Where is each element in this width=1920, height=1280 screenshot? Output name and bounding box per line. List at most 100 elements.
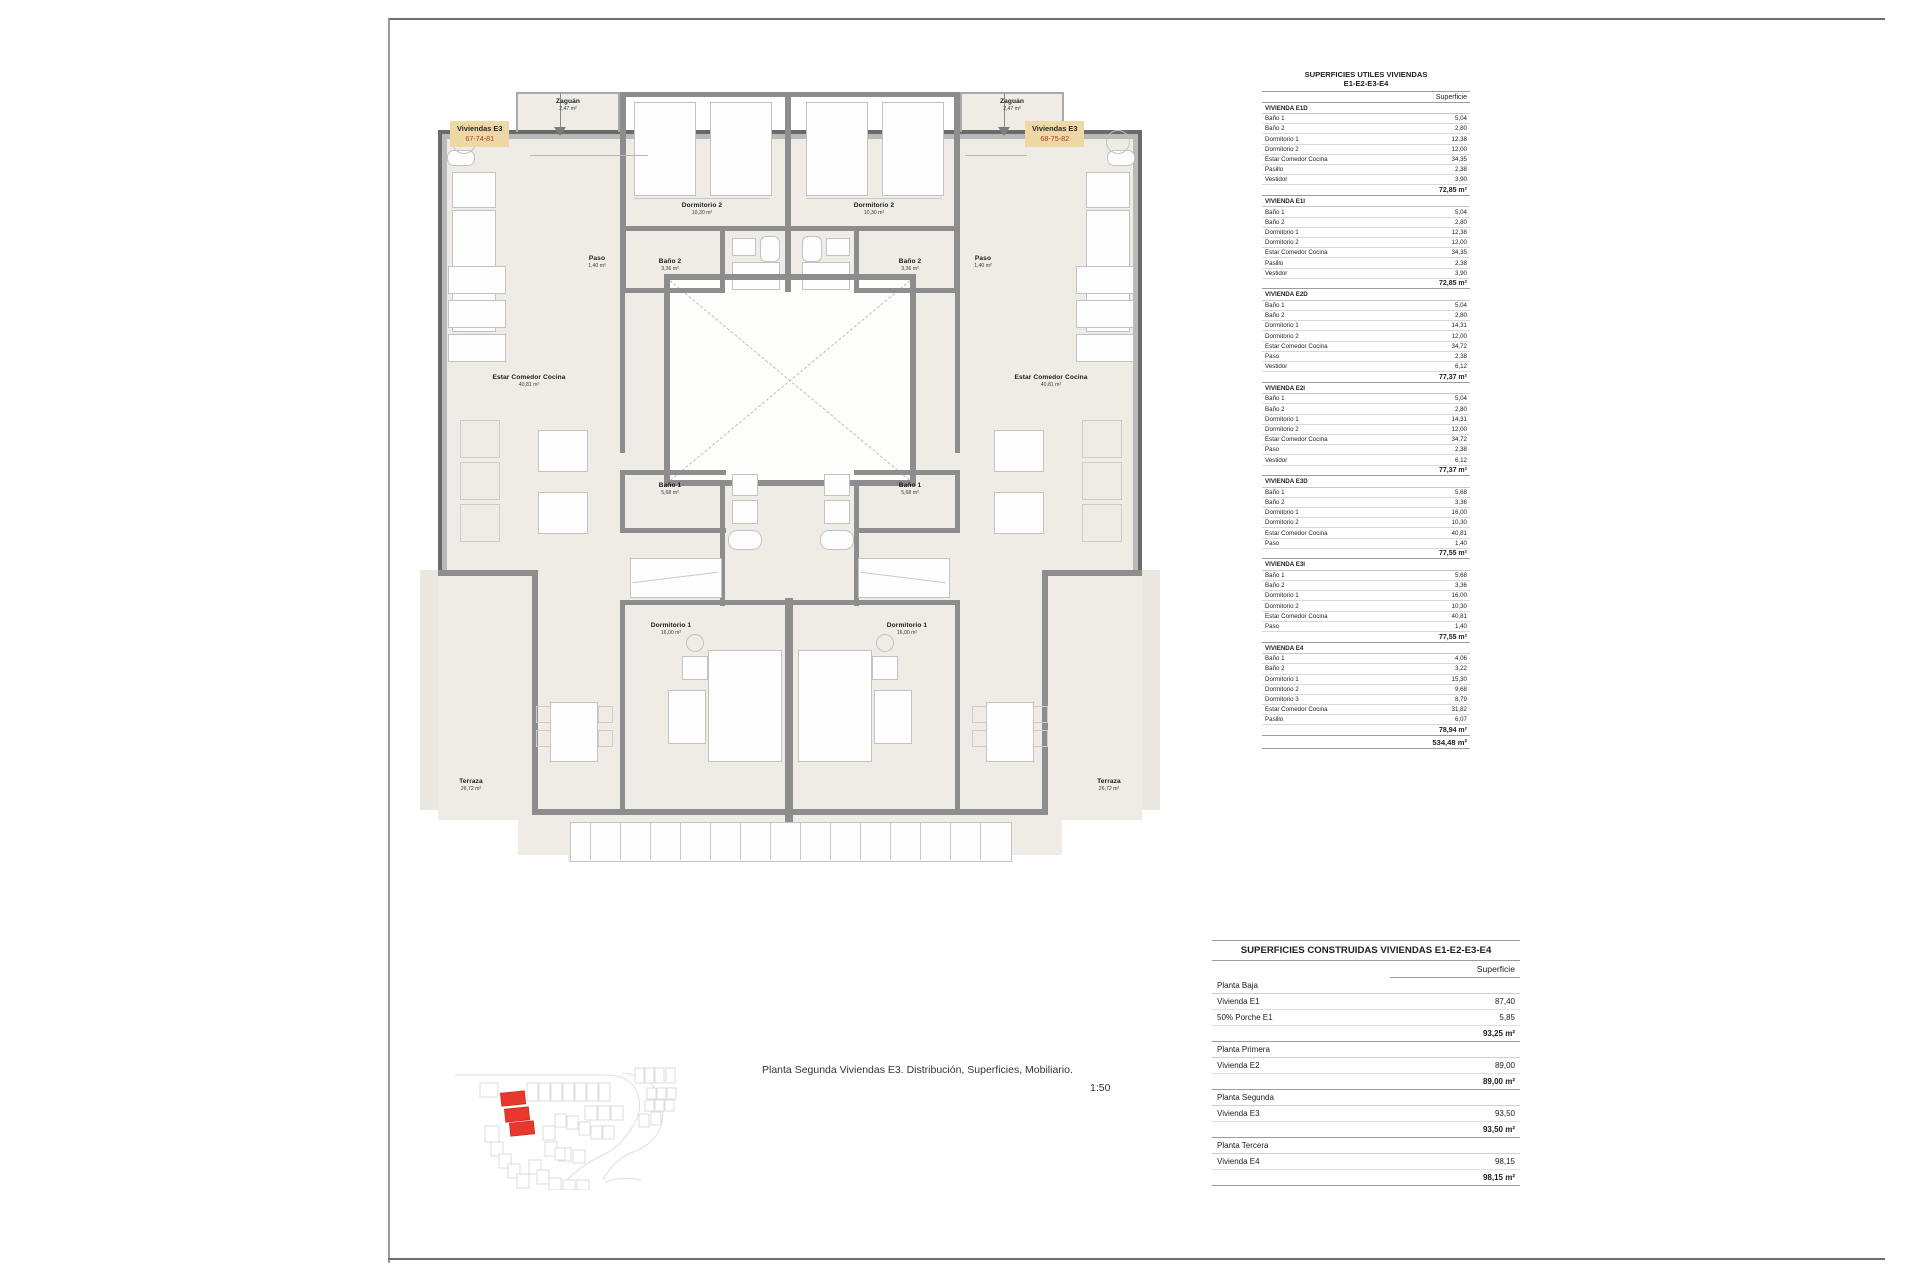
armchair-left-b [460,462,500,500]
wall-bath1-div-right [854,486,859,606]
utiles-row-label: Vestidor [1262,268,1397,279]
wall-d2-left-bottom [620,226,786,231]
wall-bath1-top-right [854,470,960,475]
wall-d2-top [620,92,960,97]
cooktop-left [452,172,496,208]
dining-table-right-b [1076,300,1134,328]
construidas-group-row: Planta Tercera [1212,1137,1520,1154]
wall-d1-center-spine [785,598,793,840]
wall-bath1-bottom-right [854,528,960,533]
utiles-col-superficie: Superficie [1396,91,1470,103]
utiles-row-label: Estar Comedor Cocina [1262,434,1397,446]
utiles-row-value: 14,31 [1396,414,1470,425]
utiles-row-label: Dormitorio 2 [1262,237,1397,249]
utiles-title-cell: SUPERFICIES UTILES VIVIENDAS E1-E2-E3-E4 [1262,68,1470,93]
utiles-row-label: Baño 1 [1262,653,1397,665]
wardrobe-line-left [634,198,770,199]
sink-bath2-right [826,238,850,256]
entry-arrow-shaft-right [1004,93,1005,130]
construidas-group-total-row: 93,25 m² [1212,1025,1520,1042]
terrace-table-left [550,702,598,762]
stair-tread-14 [980,822,981,860]
callout-tag-right[interactable]: Viviendas E3 68-75-82 [1025,121,1085,147]
utiles-row-label: Paso [1262,621,1397,633]
wall-left-lower-return [438,570,538,576]
utiles-grand-total: 534,48 m² [1262,735,1470,750]
construidas-group-row: Planta Segunda [1212,1089,1520,1106]
dining-table-left-c [448,334,506,362]
sofa-right [994,430,1044,472]
utiles-row-label: Estar Comedor Cocina [1262,527,1397,539]
room-label-dormitorio1-right: Dormitorio 1 16,00 m² [886,622,928,637]
construidas-row-label: Vivienda E3 [1212,1105,1390,1122]
bed-top-left-2 [710,102,772,196]
utiles-row-value: 12,38 [1396,227,1470,239]
utiles-group-row: VIVIENDA E3I [1262,558,1470,571]
room-label-zaguan-right: Zaguán 2,47 m² [999,98,1025,113]
utiles-row-value: 34,72 [1396,434,1470,446]
terrace-chair-r2 [972,730,987,747]
utiles-group-name: VIVIENDA E4 [1262,641,1470,655]
construidas-row-label: 50% Porche E1 [1212,1009,1390,1026]
construidas-tbody: SUPERFICIES CONSTRUIDAS VIVIENDAS E1-E2-… [1212,940,1520,1186]
construidas-group-row: Planta Primera [1212,1041,1520,1058]
construidas-group-total: 98,15 m² [1212,1169,1520,1186]
utiles-row-value: 5,04 [1396,206,1470,218]
utiles-row-value: 5,68 [1396,487,1470,498]
dining-table-left-a [448,266,506,294]
utiles-row-label: Dormitorio 1 [1262,590,1397,602]
construidas-group-name: Planta Primera [1212,1041,1520,1058]
terrace-chair-l1 [536,706,551,723]
utiles-row-label: Estar Comedor Cocina [1262,341,1397,352]
terrace-chair-r4 [1033,730,1048,747]
utiles-group-name: VIVIENDA E2I [1262,381,1470,395]
utiles-group-name: VIVIENDA E3I [1262,558,1470,571]
room-label-paso-right: Paso 1,40 m² [974,255,992,270]
construidas-title-row: SUPERFICIES CONSTRUIDAS VIVIENDAS E1-E2-… [1212,940,1520,961]
callout-leader-right [965,155,1027,156]
wall-bath2-right [954,231,960,293]
toilet-bath2-right [802,236,822,262]
wall-zaguan-right-side [960,92,962,132]
plan-caption: Planta Segunda Viviendas E3. Distribució… [762,1064,1073,1076]
wall-bath1-div-left [720,486,725,606]
utiles-group-row: VIVIENDA E1I [1262,194,1470,208]
sink-bath1-left [732,474,758,496]
utiles-row-value: 6,07 [1396,714,1470,726]
utiles-row-value: 12,00 [1396,330,1470,342]
utiles-row-value: 15,30 [1396,674,1470,685]
utiles-grand-total-row: 534,48 m² [1262,735,1470,750]
floor-plan: Zaguán 2,47 m² Zaguán 2,47 m² Dormitorio… [420,30,1160,1040]
washer-right [1106,130,1130,154]
construidas-colhead-row: Superficie [1212,960,1520,978]
utiles-row-value: 5,68 [1396,570,1470,582]
room-label-terraza-right: Terraza 26,72 m² [1097,778,1121,793]
wall-bath2-bottom-right [854,288,960,293]
callout-tag-left[interactable]: Viviendas E3 67-74-81 [450,121,510,147]
coffee-table-left [538,492,588,534]
wall-bath1-right [955,470,960,532]
construidas-group-row: Planta Baja [1212,977,1520,994]
bed-top-left-1 [634,102,696,196]
utiles-row-value: 2,80 [1396,123,1470,135]
wall-exterior-left-inner [442,134,447,576]
vanity-bath1-right [824,500,850,524]
utiles-group-name: VIVIENDA E1I [1262,194,1470,208]
stair-tread-9 [830,822,831,860]
terrace-chair-l2 [536,730,551,747]
terrace-chair-r3 [1033,706,1048,723]
utiles-row-label: Estar Comedor Cocina [1262,611,1397,622]
wall-d1-right-outer [955,600,960,810]
entry-arrow-shaft-left [560,93,561,130]
